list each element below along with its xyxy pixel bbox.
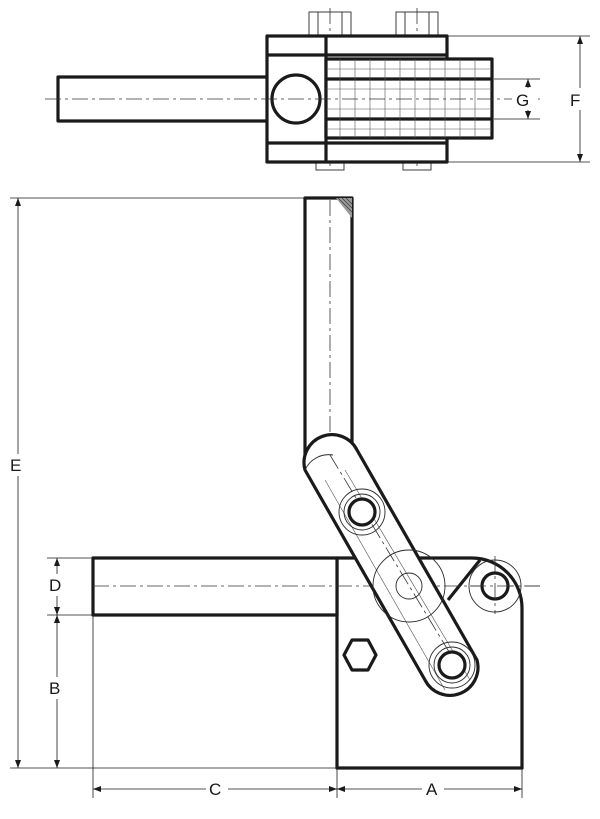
dimension-g: G: [494, 78, 540, 120]
side-handle-rod: [91, 556, 540, 617]
side-lower-pin: [428, 641, 476, 689]
dimension-e: E: [6, 197, 337, 769]
top-view: G F: [45, 8, 592, 171]
side-fixed-pivot: [468, 556, 540, 614]
dimension-c-label: C: [209, 780, 221, 799]
dimension-c: C: [92, 615, 338, 800]
dimension-a: A: [337, 768, 523, 800]
dimension-e-label: E: [10, 456, 21, 475]
dimension-f-label: F: [570, 91, 580, 110]
side-hex-nut: [342, 638, 378, 672]
top-clamp-arm: [324, 57, 494, 140]
dimension-b-label: B: [49, 679, 60, 698]
side-upper-pin: [338, 488, 386, 536]
dimension-d-label: D: [49, 576, 61, 595]
dimension-b: B: [45, 615, 69, 768]
dimension-g-label: G: [516, 91, 529, 110]
top-arm-grid: [326, 59, 492, 138]
side-center-pivot: [372, 549, 446, 623]
dimension-d: D: [45, 557, 93, 616]
side-vertical-arm: [303, 196, 354, 470]
dimension-a-label: A: [426, 780, 438, 799]
side-view: E D B C: [6, 196, 540, 800]
dimension-f: F: [447, 35, 592, 163]
